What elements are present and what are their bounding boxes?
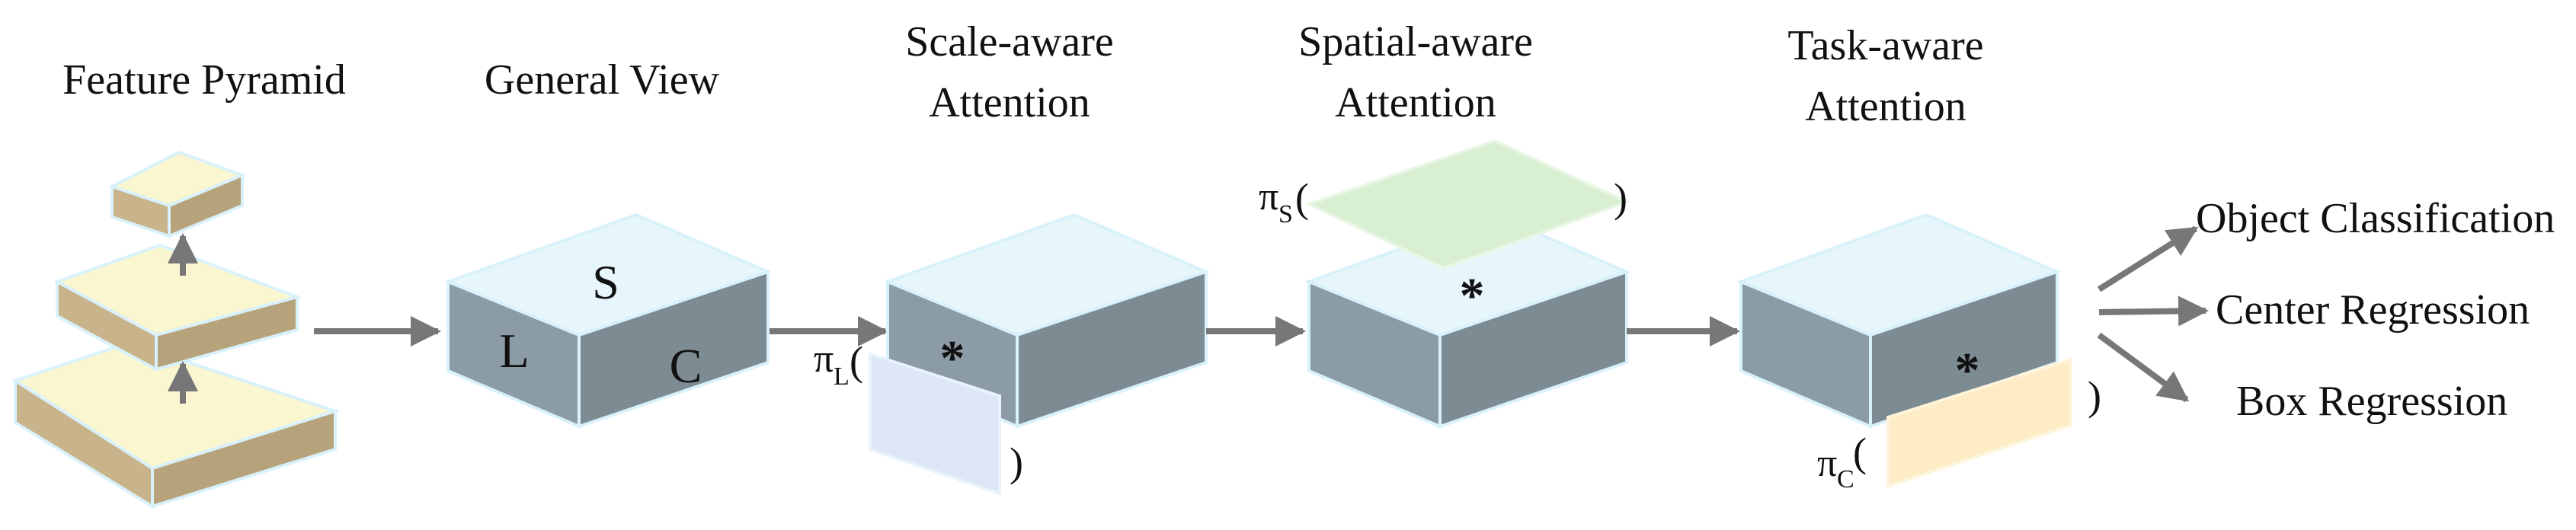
arrow-to-center-regression: [2098, 295, 2209, 327]
task-open-paren: (: [1853, 429, 1867, 475]
task-aware-cube: *: [1736, 212, 2062, 429]
title-general-view: General View: [485, 56, 720, 104]
spatial-open-paren: (: [1295, 175, 1309, 221]
output-center-regression: Center Regression: [2216, 286, 2530, 334]
scale-attention-plane: π L ( ): [814, 337, 1023, 496]
scale-open-paren: (: [850, 338, 863, 384]
task-pi-subscript: C: [1837, 465, 1854, 493]
arrow-to-object-classification: [2097, 225, 2199, 292]
pyramid-level-top: [107, 150, 247, 238]
axis-label-s: S: [592, 255, 619, 309]
spatial-attention-plane: π S ( ): [1259, 139, 1631, 270]
output-box-regression: Box Regression: [2236, 378, 2507, 425]
axis-label-l: L: [499, 324, 529, 378]
spatial-operator: *: [1460, 268, 1485, 324]
title-scale-aware-1: Scale-aware: [905, 18, 1114, 65]
title-task-aware-2: Attention: [1805, 83, 1966, 130]
spatial-pi-subscript: S: [1278, 200, 1293, 228]
arrow-to-box-regression: [2097, 332, 2190, 403]
title-spatial-aware-1: Spatial-aware: [1298, 18, 1533, 65]
title-task-aware-1: Task-aware: [1787, 22, 1983, 69]
pyramid-level-middle: [53, 243, 302, 372]
title-feature-pyramid: Feature Pyramid: [62, 56, 346, 104]
feature-pyramid: [11, 150, 341, 509]
spatial-pi-symbol: π: [1259, 175, 1278, 219]
task-close-paren: ): [2088, 373, 2101, 419]
scale-pi-symbol: π: [814, 337, 834, 381]
pyramid-level-bottom: [11, 340, 341, 509]
task-pi-symbol: π: [1817, 442, 1837, 485]
spatial-close-paren: ): [1614, 175, 1627, 221]
title-scale-aware-2: Attention: [929, 79, 1090, 126]
output-object-classification: Object Classification: [2196, 195, 2555, 242]
scale-close-paren: ): [1010, 439, 1023, 485]
scale-pi-subscript: L: [834, 362, 850, 391]
spatial-aware-cube: *: [1304, 212, 1631, 429]
general-view-cube: S L C: [443, 212, 773, 429]
task-attention-plane: π C ( ): [1817, 357, 2101, 493]
title-spatial-aware-2: Attention: [1335, 79, 1496, 126]
axis-label-c: C: [670, 339, 702, 393]
